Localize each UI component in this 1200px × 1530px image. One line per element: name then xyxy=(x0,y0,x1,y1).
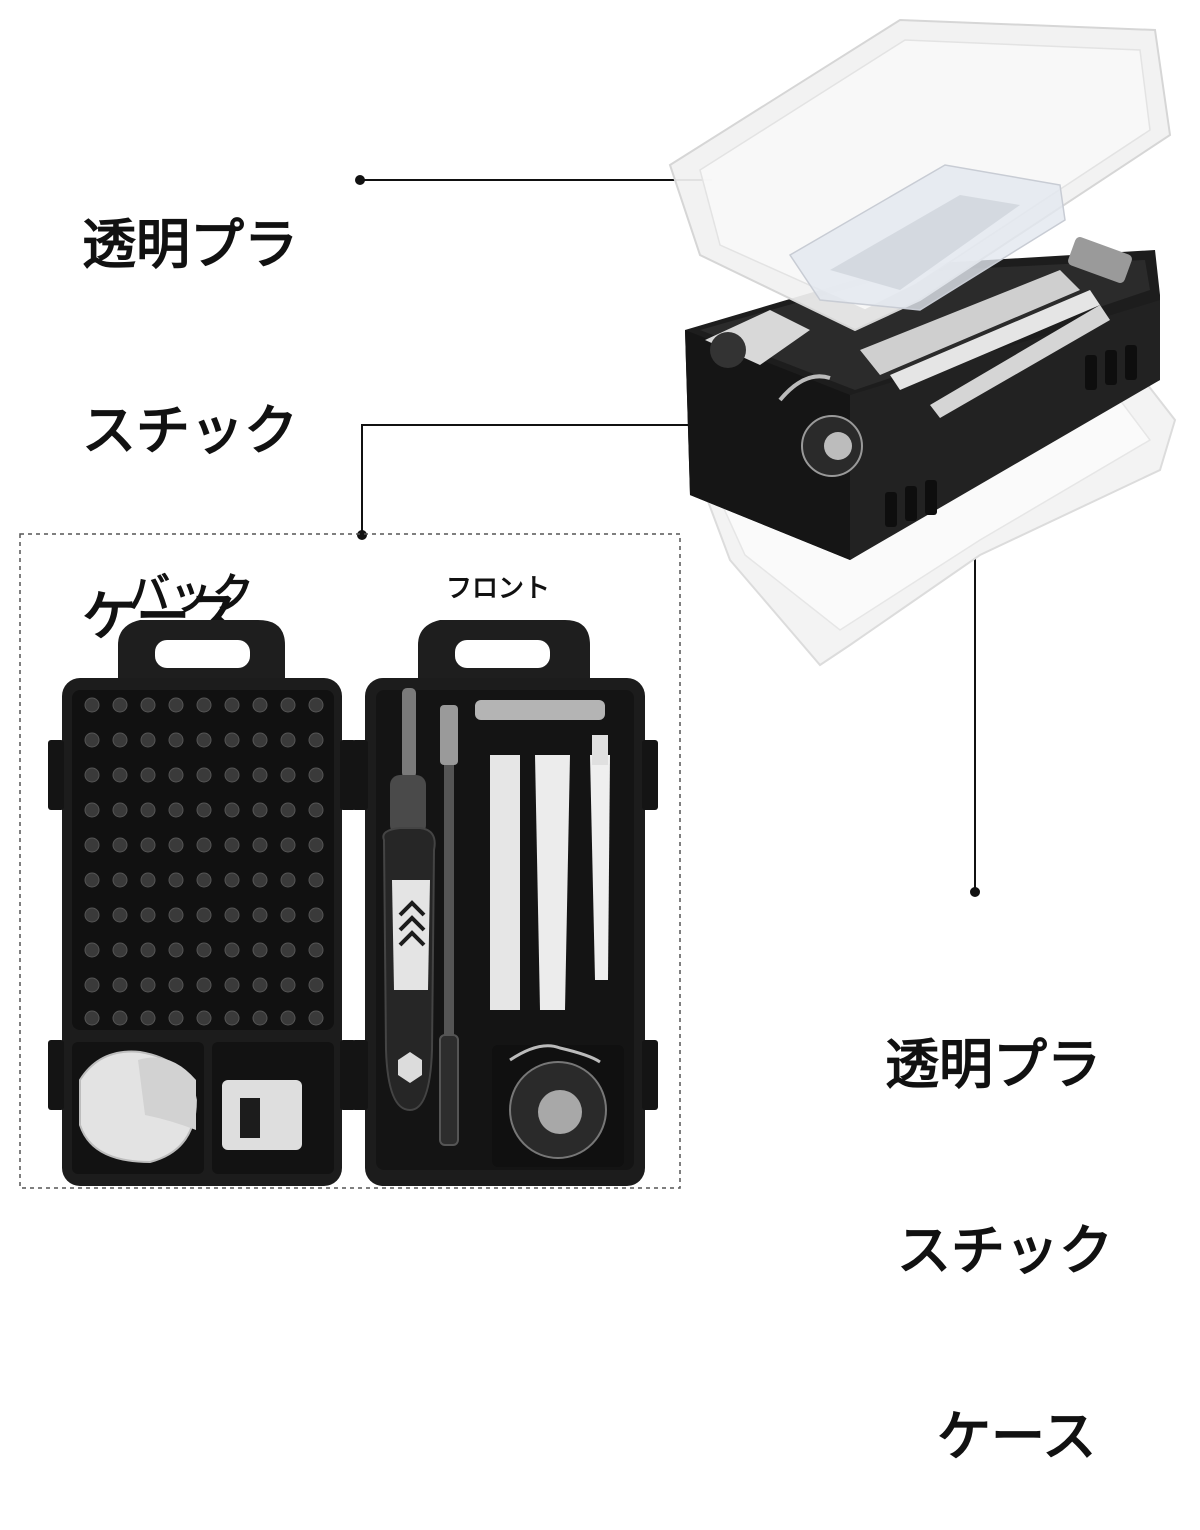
bottom-case-label-line2: スチック xyxy=(897,1219,1113,1282)
bit-grid xyxy=(84,697,324,1026)
top-case-label-line2: スチック xyxy=(82,399,298,462)
top-case-label-line1: 透明プラ xyxy=(82,213,298,276)
back-label: バック xyxy=(128,569,255,618)
callout-dot-bottom xyxy=(970,887,980,897)
callout-lines xyxy=(360,179,976,892)
back-case xyxy=(48,620,356,1186)
bottom-case-label-line3: ケース xyxy=(937,1405,1097,1468)
front-label: フロント xyxy=(446,574,551,604)
callout-dot-middle xyxy=(357,530,367,540)
callout-dot-top xyxy=(355,175,365,185)
open-case-3d xyxy=(668,18,1177,667)
dashed-frame xyxy=(19,533,681,1189)
front-case xyxy=(352,620,658,1186)
product-illustration xyxy=(19,18,1177,1189)
bottom-case-label-line1: 透明プラ xyxy=(885,1033,1101,1096)
top-case-label: 透明プラ スチック ケース xyxy=(82,90,298,710)
